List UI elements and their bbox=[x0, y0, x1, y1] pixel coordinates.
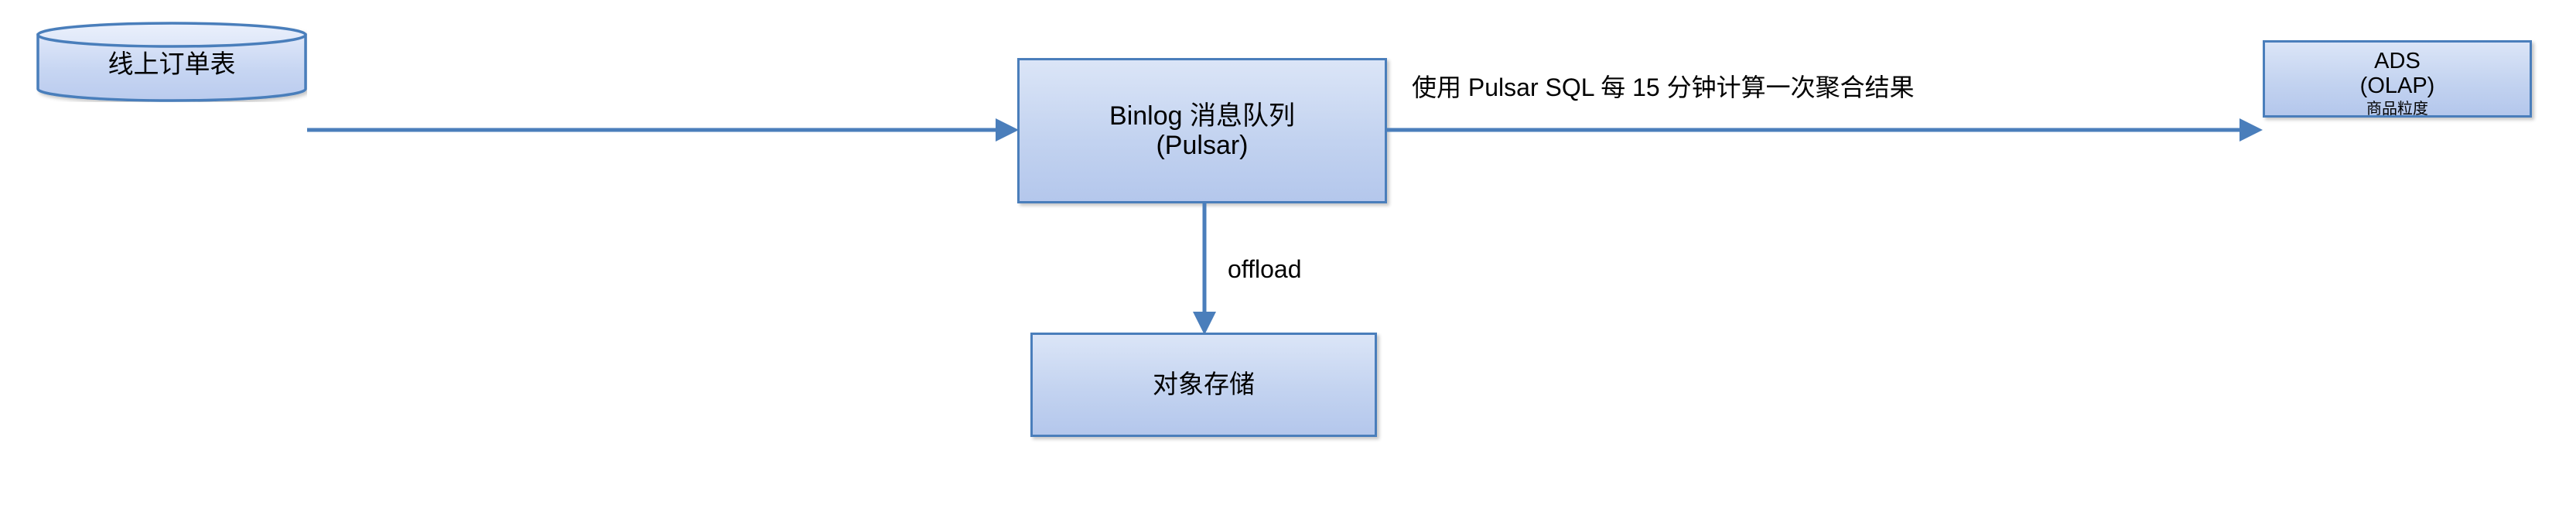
node-ads-olap[interactable]: ADS (OLAP) 商品粒度 bbox=[2263, 40, 2532, 118]
node-binlog-message-queue[interactable]: Binlog 消息队列 (Pulsar) bbox=[1017, 58, 1387, 203]
edge-queue-to-object-storage[interactable] bbox=[1193, 203, 1221, 335]
edge-queue-to-ads[interactable] bbox=[1387, 116, 2263, 144]
queue-label-line2: (Pulsar) bbox=[1156, 131, 1249, 160]
source-database-cylinder-shape[interactable] bbox=[36, 22, 307, 102]
object-storage-label: 对象存储 bbox=[1153, 370, 1255, 399]
edge-label-pulsar-sql: 使用 Pulsar SQL 每 15 分钟计算一次聚合结果 bbox=[1412, 73, 1915, 101]
ads-label-granularity: 商品粒度 bbox=[2366, 100, 2428, 118]
queue-label-line1: Binlog 消息队列 bbox=[1109, 101, 1295, 131]
ads-label-line2: (OLAP) bbox=[2359, 73, 2435, 99]
edge-db-to-queue[interactable] bbox=[307, 116, 1019, 144]
edge-label-offload: offload bbox=[1228, 255, 1302, 283]
source-database-label: 线上订单表 bbox=[108, 49, 236, 78]
ads-label-line1: ADS bbox=[2374, 49, 2421, 73]
node-object-storage[interactable]: 对象存储 bbox=[1030, 333, 1377, 437]
